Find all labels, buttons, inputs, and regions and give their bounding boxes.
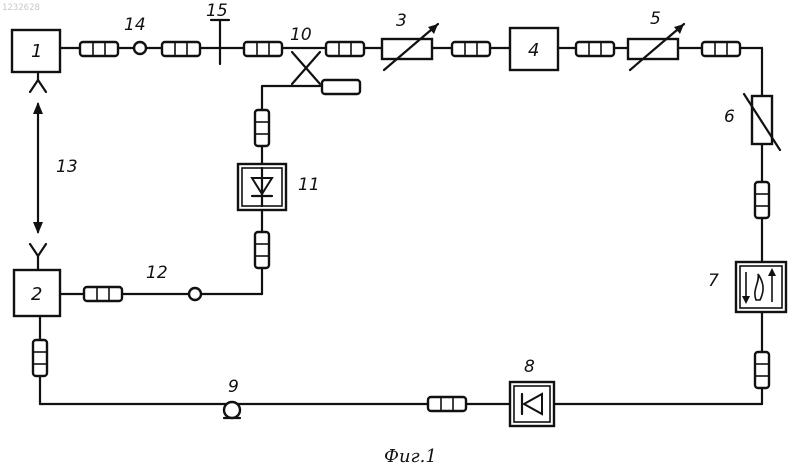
label-3: 3 [396, 11, 407, 31]
label-7: 7 [708, 271, 719, 291]
label-11: 11 [298, 175, 320, 195]
label-6: 6 [724, 107, 735, 127]
flange-12 [189, 288, 201, 300]
junction-15 [211, 20, 229, 64]
label-14: 14 [124, 15, 146, 35]
block-1: 1 [12, 30, 60, 72]
attenuator-5 [628, 24, 684, 70]
label-8: 8 [524, 357, 535, 377]
block-2: 2 [14, 270, 60, 316]
label-13: 13 [56, 157, 78, 177]
figure-caption: Фиг.1 [384, 446, 437, 467]
waveguide-segments-horizontal [80, 42, 740, 411]
element-6 [744, 94, 780, 150]
signal-lines [40, 48, 762, 404]
flange-14 [134, 42, 146, 54]
coupler-10 [292, 52, 320, 84]
flange-9 [224, 402, 240, 418]
attenuator-3 [382, 24, 438, 70]
block-4: 4 [510, 28, 558, 70]
label-10: 10 [290, 25, 312, 45]
block-2-label: 2 [31, 284, 42, 305]
circulator-7 [736, 262, 786, 312]
detector-11 [238, 164, 286, 210]
block-1-label: 1 [31, 41, 42, 62]
label-15: 15 [206, 1, 228, 21]
block-4-label: 4 [528, 40, 539, 61]
label-9: 9 [228, 377, 239, 397]
waveguide-segments-vertical [33, 110, 769, 388]
label-5: 5 [650, 9, 661, 29]
diode-8 [510, 382, 554, 426]
label-12: 12 [146, 263, 168, 283]
corner-mark: 1232628 [2, 3, 40, 13]
antenna-link-13 [30, 72, 46, 270]
